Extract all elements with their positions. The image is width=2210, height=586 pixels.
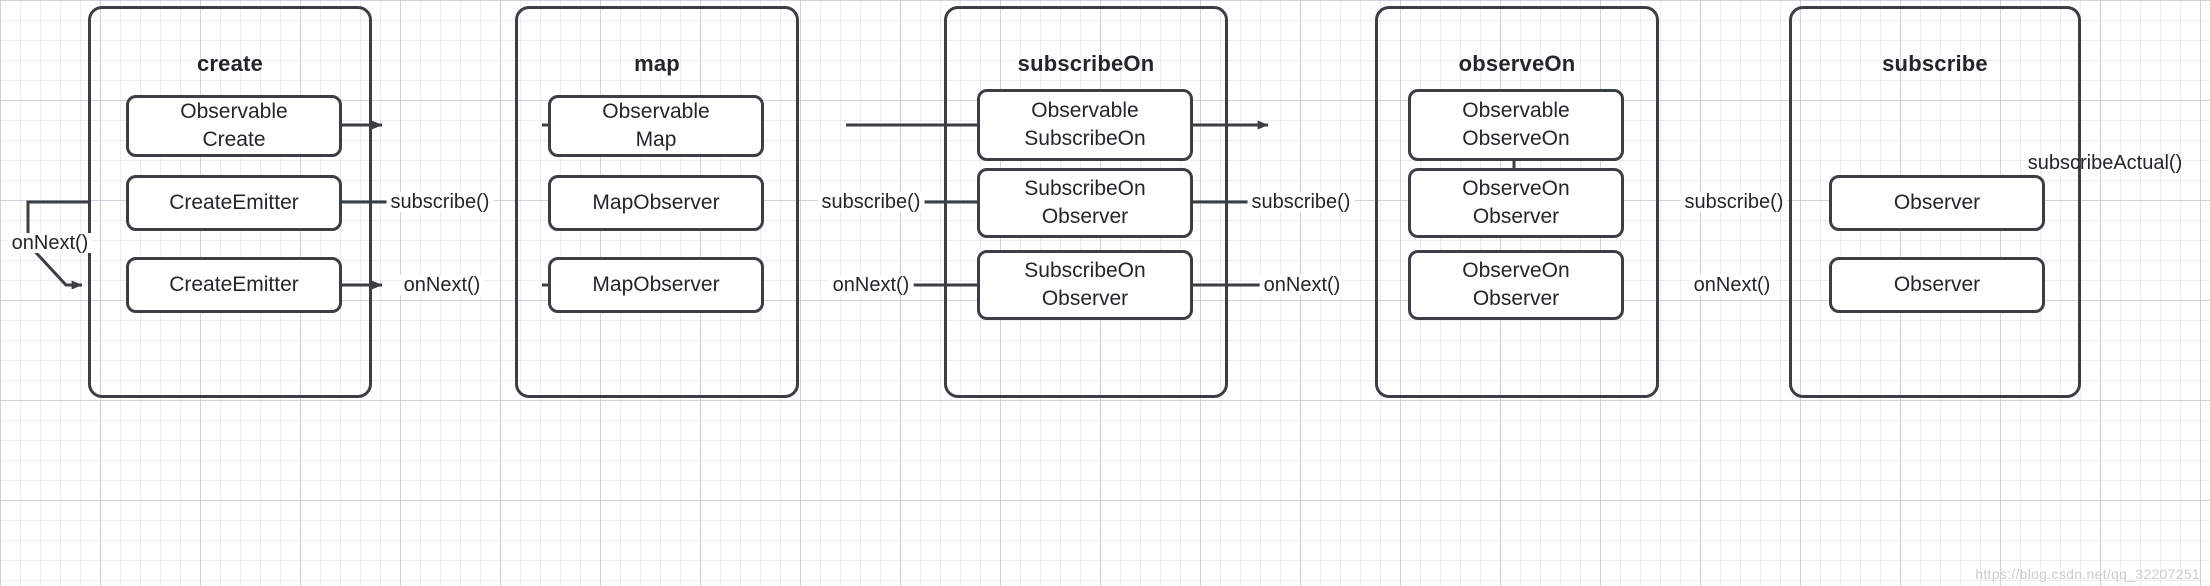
node-map-observer-onnext[interactable]: MapObserver	[548, 257, 764, 313]
panel-title-observeon: observeOn	[1458, 51, 1576, 76]
edge-label-onnext-left: onNext()	[7, 233, 93, 253]
panel-title-create: create	[196, 51, 264, 76]
node-observeon-observer-onnext[interactable]: ObserveOn Observer	[1408, 250, 1624, 320]
edge-label-onnext-create-map: onNext()	[399, 275, 485, 295]
node-subscribeon-observer-subscribe[interactable]: SubscribeOn Observer	[977, 168, 1193, 238]
node-observer-onnext[interactable]: Observer	[1829, 257, 2045, 313]
node-observable-observeon[interactable]: Observable ObserveOn	[1408, 89, 1624, 161]
edge-label-onnext-observeon-observer: onNext()	[1689, 275, 1775, 295]
node-observable-create[interactable]: Observable Create	[126, 95, 342, 157]
edge-label-subscribe-observer-observeon: subscribe()	[1680, 192, 1788, 212]
edge-label-subscribe-observeon-subscribeon: subscribe()	[1247, 192, 1355, 212]
node-subscribeon-observer-onnext[interactable]: SubscribeOn Observer	[977, 250, 1193, 320]
watermark: https://blog.csdn.net/qq_32207251	[1975, 566, 2200, 582]
edge-label-onnext-map-subscribeon: onNext()	[828, 275, 914, 295]
edge-label-onnext-subscribeon-observeon: onNext()	[1259, 275, 1345, 295]
node-observer-subscribe[interactable]: Observer	[1829, 175, 2045, 231]
panel-create[interactable]: create	[88, 6, 372, 398]
edge-label-subscribe-map-create: subscribe()	[386, 192, 494, 212]
panel-subscribeon[interactable]: subscribeOn	[944, 6, 1228, 398]
panel-title-map: map	[634, 51, 680, 76]
edge-label-subscribe-subscribeon-map: subscribe()	[817, 192, 925, 212]
panel-map[interactable]: map	[515, 6, 799, 398]
node-map-observer-subscribe[interactable]: MapObserver	[548, 175, 764, 231]
panel-subscribe[interactable]: subscribe	[1789, 6, 2081, 398]
node-observable-map[interactable]: Observable Map	[548, 95, 764, 157]
node-create-emitter-onnext[interactable]: CreateEmitter	[126, 257, 342, 313]
panel-observeon[interactable]: observeOn	[1375, 6, 1659, 398]
panel-title-subscribeon: subscribeOn	[1017, 51, 1155, 76]
panel-title-subscribe: subscribe	[1882, 51, 1988, 76]
node-observeon-observer-subscribe[interactable]: ObserveOn Observer	[1408, 168, 1624, 238]
edge-label-subscribe-actual: subscribeActual()	[2027, 152, 2183, 174]
node-create-emitter-subscribe[interactable]: CreateEmitter	[126, 175, 342, 231]
node-observable-subscribeon[interactable]: Observable SubscribeOn	[977, 89, 1193, 161]
